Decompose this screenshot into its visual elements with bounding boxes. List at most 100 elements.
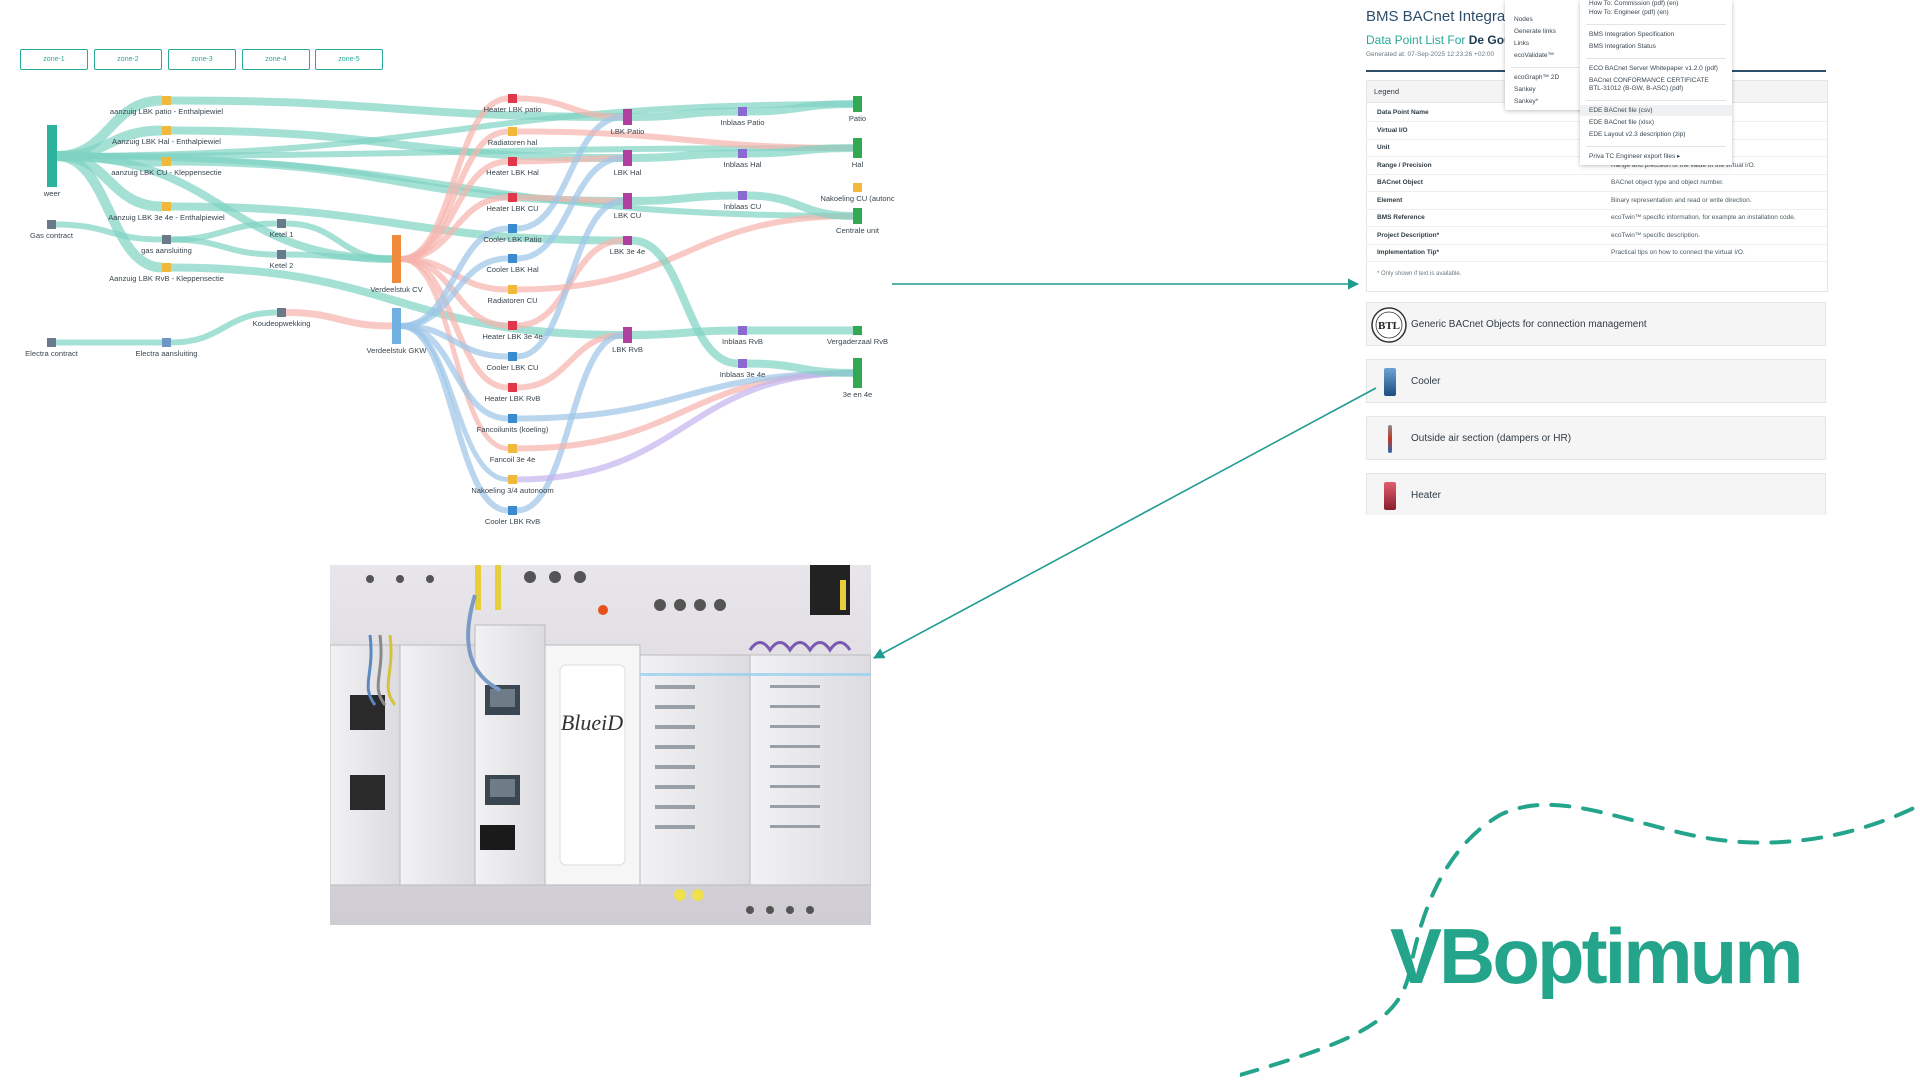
sankey-node-bar[interactable] (162, 235, 171, 244)
sankey-node-verdeelcv[interactable]: Verdeelstuk CV (370, 235, 424, 294)
sankey-node-3een4e[interactable]: 3e en 4e (843, 358, 873, 399)
zone-3-button[interactable]: zone-3 (168, 49, 236, 70)
sankey-node-coolerhal[interactable]: Cooler LBK Hal (486, 254, 539, 274)
sankey-node-fancoil3e[interactable]: Fancoil 3e 4e (490, 444, 536, 464)
sankey-node-bar[interactable] (162, 338, 171, 347)
zone-2-button[interactable]: zone-2 (94, 49, 162, 70)
sankey-node-inblaasrvb[interactable]: Inblaas RvB (722, 326, 763, 346)
sankey-node-bar[interactable] (47, 338, 56, 347)
sankey-node-bar[interactable] (623, 193, 632, 209)
menu-item-ede-xlsx[interactable]: EDE BACnet file (xlsx) (1589, 119, 1655, 126)
sankey-flow-lbkrvb-inblaasrvb[interactable] (631, 326, 739, 339)
menu-item-sankey-alt[interactable]: Sankey* (1514, 98, 1539, 105)
sankey-node-aanzuighal[interactable]: Aanzuig LBK Hal - Enthalpiewiel (112, 126, 221, 146)
sankey-node-bar[interactable] (277, 250, 286, 259)
menu-item-sankey[interactable]: Sankey (1514, 86, 1536, 93)
sankey-node-radcu[interactable]: Radiatoren CU (487, 285, 538, 305)
sankey-node-aanzuigrvb[interactable]: Aanzuig LBK RvB - Kleppensectie (109, 263, 224, 283)
object-group-generic[interactable]: BTL Generic BACnet Objects for connectio… (1366, 302, 1826, 346)
sankey-node-bar[interactable] (47, 125, 57, 187)
sankey-flow-heatercu-lbkcu[interactable] (516, 194, 624, 204)
sankey-node-bar[interactable] (508, 127, 517, 136)
sankey-flow-radhal-hal[interactable] (516, 128, 854, 151)
sankey-flow-verdeelcv-fancoil3e[interactable] (400, 256, 509, 451)
sankey-node-inblaashal[interactable]: Inblaas Hal (724, 149, 762, 169)
object-group-cooler[interactable]: Cooler (1366, 359, 1826, 403)
sankey-node-bar[interactable] (738, 149, 747, 158)
sankey-node-fancoilunits[interactable]: Fancoilunits (koeling) (477, 414, 549, 434)
sankey-node-patio[interactable]: Patio (849, 96, 866, 123)
sankey-flow-aanzuighal-lbkhal[interactable] (170, 126, 624, 162)
sankey-node-bar[interactable] (508, 254, 517, 263)
sankey-flow-aanzuigrvb-lbkrvb[interactable] (170, 263, 624, 339)
sankey-node-ketel1[interactable]: Ketel 1 (270, 219, 294, 239)
sankey-node-aanzuig3e[interactable]: Aanzuig LBK 3e 4e - Enthalpiewiel (108, 202, 225, 222)
sankey-flow-nakoeling34-3een4e[interactable] (516, 370, 854, 483)
sankey-node-bar[interactable] (738, 359, 747, 368)
sankey-node-koudeopwekking[interactable]: Koudeopwekking (253, 308, 311, 328)
sankey-node-weer[interactable]: weer (43, 125, 61, 198)
sankey-node-vergaderzaal[interactable]: Vergaderzaal RvB (827, 326, 888, 346)
sankey-node-bar[interactable] (623, 327, 632, 343)
menu-item-priva-export[interactable]: Priva TC Engineer export files ▸ (1589, 153, 1681, 160)
sankey-flow-lbkpatio-inblaaspatio[interactable] (631, 107, 739, 121)
menu-item-ecovalidate[interactable]: ecoValidate™ (1514, 52, 1554, 59)
sankey-flow-koudeopwekking-verdeelgkw[interactable] (285, 309, 393, 330)
sankey-node-bar[interactable] (623, 150, 632, 166)
sankey-node-bar[interactable] (738, 326, 747, 335)
sankey-node-bar[interactable] (162, 263, 171, 272)
menu-item-howto-engineer[interactable]: How To: Engineer (pdf) (en) (1589, 9, 1669, 16)
sankey-node-inblaaspatio[interactable]: Inblaas Patio (721, 107, 765, 127)
sankey-node-bar[interactable] (162, 202, 171, 211)
menu-item-certificate[interactable]: BACnet CONFORMANCE CERTIFICATE (1589, 77, 1709, 84)
sankey-node-aanzuigcu[interactable]: aanzuig LBK CU - Kleppensectie (111, 157, 222, 177)
sankey-node-bar[interactable] (508, 224, 517, 233)
sankey-node-nakoelingcu[interactable]: Nakoeling CU (autonc (820, 183, 895, 203)
sankey-node-bar[interactable] (392, 308, 401, 344)
sankey-node-bar[interactable] (508, 414, 517, 423)
sankey-node-bar[interactable] (853, 138, 862, 158)
sankey-flow-inblaas3e-3een4e[interactable] (746, 359, 854, 377)
menu-item-ecograph[interactable]: ecoGraph™ 2D (1514, 74, 1560, 81)
sankey-node-inblaascu[interactable]: Inblaas CU (724, 191, 762, 211)
sankey-node-heatercu[interactable]: Heater LBK CU (486, 193, 539, 213)
sankey-flow-inblaascu-centraleunit[interactable] (746, 191, 854, 220)
sankey-node-lbkrvb[interactable]: LBK RvB (612, 327, 643, 354)
sankey-node-lbk3e[interactable]: LBK 3e 4e (610, 236, 645, 256)
menu-item-integration-spec[interactable]: BMS Integration Specification (1589, 31, 1675, 38)
menu-item-ede-csv[interactable]: EDE BACnet file (csv) (1589, 107, 1653, 114)
menu-item-ede-layout[interactable]: EDE Layout v2.3 description (zip) (1589, 131, 1686, 138)
sankey-node-heaterrvb[interactable]: Heater LBK RvB (485, 383, 541, 403)
sankey-flow-lbkcu-inblaascu[interactable] (631, 191, 739, 205)
sankey-flow-coolerrvb-lbkrvb[interactable] (516, 332, 624, 514)
sankey-flow-lbkhal-inblaashal[interactable] (631, 149, 739, 162)
sankey-flow-ketel2-verdeelcv[interactable] (285, 251, 393, 262)
sankey-node-bar[interactable] (508, 475, 517, 484)
sankey-node-bar[interactable] (392, 235, 401, 283)
sankey-node-bar[interactable] (508, 352, 517, 361)
sankey-node-bar[interactable] (277, 219, 286, 228)
sankey-node-bar[interactable] (47, 220, 56, 229)
sankey-flow-inblaashal-hal[interactable] (746, 144, 854, 158)
sankey-flow-verdeelcv-heatercu[interactable] (400, 194, 509, 262)
sankey-flow-coolercu-lbkcu[interactable] (516, 198, 624, 360)
sankey-node-electraaansluiting[interactable]: Electra aansluiting (135, 338, 198, 358)
sankey-flow-electraaansluiting-koudeopwekking[interactable] (170, 309, 278, 346)
zone-1-button[interactable]: zone-1 (20, 49, 88, 70)
menu-item-howto-commission[interactable]: How To: Commission (pdf) (en) (1589, 0, 1679, 7)
sankey-node-bar[interactable] (508, 321, 517, 330)
sankey-node-lbkcu[interactable]: LBK CU (614, 193, 641, 220)
sankey-node-gasaansluiting[interactable]: gas aansluiting (141, 235, 192, 255)
menu-item-nodes[interactable]: Nodes (1514, 16, 1533, 23)
sankey-node-bar[interactable] (853, 96, 862, 112)
sankey-node-bar[interactable] (162, 126, 171, 135)
sankey-node-bar[interactable] (162, 157, 171, 166)
sankey-flow-coolerpatio-lbkpatio[interactable] (516, 114, 624, 232)
sankey-node-heaterhal[interactable]: Heater LBK Hal (486, 157, 539, 177)
sankey-node-bar[interactable] (508, 506, 517, 515)
sankey-node-lbkhal[interactable]: LBK Hal (614, 150, 642, 177)
sankey-flow-gascontract-gasaansluiting[interactable] (55, 221, 163, 243)
sankey-node-bar[interactable] (508, 193, 517, 202)
sankey-node-coolerrvb[interactable]: Cooler LBK RvB (485, 506, 540, 526)
sankey-node-nakoeling34[interactable]: Nakoeling 3/4 autonoom (471, 475, 554, 495)
